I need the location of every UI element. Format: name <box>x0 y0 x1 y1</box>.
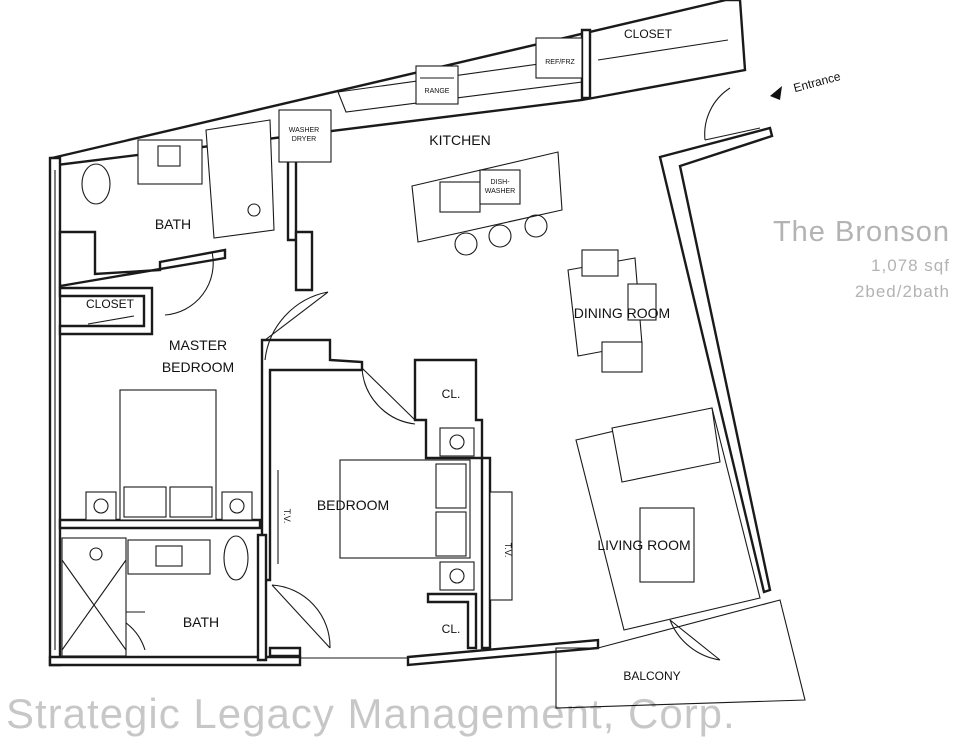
building-sqft: 1,078 sqf <box>871 256 950 275</box>
master-south-wall <box>58 518 262 530</box>
master-pillow-2 <box>169 486 213 518</box>
label-entrance: Entrance <box>792 69 842 95</box>
master-door <box>264 291 329 361</box>
label-bath-top: BATH <box>155 216 191 232</box>
counter-line <box>337 57 583 113</box>
stool-1 <box>454 232 478 256</box>
building-beds: 2bed/2bath <box>854 282 950 301</box>
bedroom-lamp-2 <box>449 568 465 584</box>
label-bedroom: BEDROOM <box>317 497 389 513</box>
island-sink <box>439 181 481 213</box>
kitchen-closet-wall <box>580 28 592 100</box>
kitchen-stub-wall <box>294 230 314 292</box>
stool-2 <box>488 224 512 248</box>
top-bath-toilet <box>81 163 111 205</box>
label-closet-top: CLOSET <box>624 27 673 41</box>
kitchen-closet-slider <box>597 39 729 61</box>
tv-stand <box>489 491 513 601</box>
south-wall-2 <box>406 638 600 667</box>
balcony <box>555 599 806 709</box>
label-kitchen: KITCHEN <box>429 132 490 148</box>
label-cl-lower: CL. <box>442 622 461 636</box>
room-labels: KITCHEN DINING ROOM LIVING ROOM MASTER B… <box>86 27 691 683</box>
label-dishwasher-2: WASHER <box>485 188 515 195</box>
bath-top-door <box>159 251 214 316</box>
coffee-table <box>639 507 695 583</box>
floor-plan: KITCHEN DINING ROOM LIVING ROOM MASTER B… <box>48 0 842 709</box>
top-bath-drain <box>247 203 261 217</box>
bottom-bath-sink <box>155 545 183 567</box>
balcony-outline <box>555 599 806 709</box>
label-living-room: LIVING ROOM <box>597 537 690 553</box>
shower-x-2 <box>61 559 127 651</box>
label-range: RANGE <box>425 88 450 95</box>
bedroom-lamp-1 <box>449 434 465 450</box>
master-closet-slider <box>87 315 135 325</box>
label-balcony: BALCONY <box>623 669 680 683</box>
balcony-door <box>669 619 721 661</box>
bedroom-south-door <box>271 584 331 649</box>
doors <box>87 39 761 661</box>
top-bath-sink <box>157 145 181 167</box>
dishwasher <box>479 169 521 205</box>
label-closet-left: CLOSET <box>86 297 135 311</box>
master-nightstand-1 <box>85 491 117 521</box>
fixture-labels: WASHER DRYER RANGE REF/FRZ DISH- WASHER … <box>282 59 575 557</box>
kitchen-fixtures <box>278 37 583 256</box>
entrance-door <box>704 87 761 141</box>
range <box>415 65 459 105</box>
bedroom-nightstand-1 <box>439 427 475 457</box>
master-pillow-1 <box>123 486 167 518</box>
cl-lower-wall <box>426 592 478 650</box>
bedroom-furniture <box>85 389 475 591</box>
dining-chair-right <box>627 283 657 321</box>
sofa-back <box>611 407 721 483</box>
washer-dryer <box>278 109 332 163</box>
bedroom-nightstand-2 <box>439 561 475 591</box>
bath-top-south-wall <box>58 230 227 288</box>
master-closet-wall <box>58 286 154 336</box>
bedroom-pillow-1 <box>435 463 467 509</box>
master-lamp-2 <box>229 498 245 514</box>
label-fridge: REF/FRZ <box>545 59 575 66</box>
bedroom-pillow-2 <box>435 511 467 557</box>
bottom-bath-drain <box>89 547 103 561</box>
dining-chair-top <box>581 249 619 277</box>
label-dining-room: DINING ROOM <box>574 305 670 321</box>
entrance-arrow-icon <box>770 86 782 100</box>
master-lamp-1 <box>93 498 109 514</box>
building-name: The Bronson <box>772 216 950 248</box>
dining-furniture <box>567 249 657 373</box>
stool-3 <box>524 214 548 238</box>
label-dishwasher-1: DISH- <box>490 179 510 186</box>
label-cl-upper: CL. <box>442 387 461 401</box>
label-tv-left: T.V. <box>282 509 292 524</box>
label-bath-bottom: BATH <box>183 614 219 630</box>
label-master-2: BEDROOM <box>162 359 234 375</box>
south-wall <box>48 655 302 667</box>
bottom-bath-shower <box>61 537 127 657</box>
bath-bottom-east-wall <box>256 533 268 662</box>
master-nightstand-2 <box>221 491 253 521</box>
label-washer-2: DRYER <box>292 136 316 143</box>
fridge <box>535 37 583 79</box>
dining-chair-bottom <box>601 341 643 373</box>
label-master-1: MASTER <box>169 337 227 353</box>
watermark: Strategic Legacy Management, Corp. <box>6 690 736 737</box>
label-washer-1: WASHER <box>289 127 319 134</box>
bottom-bath-toilet <box>223 535 249 581</box>
bedroom-south-wall <box>268 646 302 658</box>
bedroom-door <box>361 367 416 425</box>
living-furniture <box>489 407 761 631</box>
top-bath-shower <box>205 119 275 239</box>
east-wall <box>658 126 774 594</box>
label-tv-right: T.V. <box>503 543 513 558</box>
bath-fixtures <box>61 119 275 657</box>
